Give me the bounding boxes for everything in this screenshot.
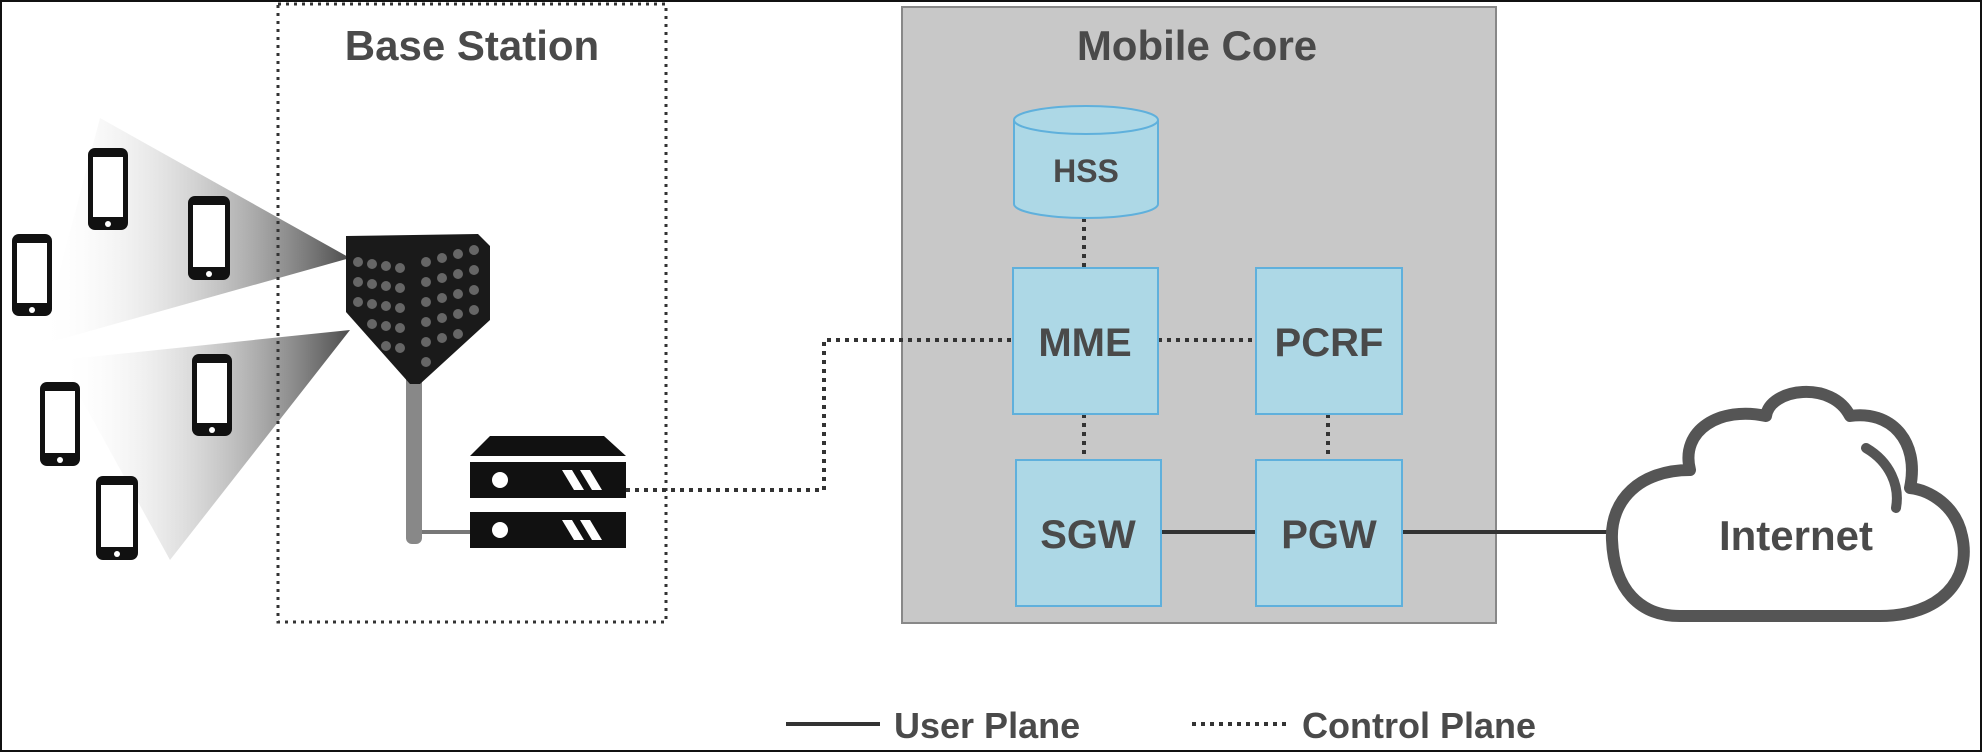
base-station-group: Base Station <box>276 2 668 624</box>
base-station-boundary <box>276 2 668 624</box>
base-station-title: Base Station <box>345 22 599 69</box>
pcrf-label: PCRF <box>1275 321 1384 365</box>
sgw-node: SGW <box>1015 459 1162 607</box>
mobile-core-title: Mobile Core <box>1077 22 1317 69</box>
cloud-icon <box>1605 386 1970 622</box>
pgw-node: PGW <box>1255 459 1403 607</box>
hss-node: HSS <box>1013 105 1159 219</box>
cell-antenna-icon <box>346 234 490 544</box>
radio-beams <box>40 118 350 560</box>
sgw-label: SGW <box>1040 513 1136 557</box>
control-plane-links <box>626 218 1330 492</box>
mme-node: MME <box>1012 267 1159 415</box>
pgw-label: PGW <box>1281 513 1377 557</box>
legend: User Plane Control Plane <box>786 705 1536 746</box>
pcrf-node: PCRF <box>1255 267 1403 415</box>
legend-user-plane-label: User Plane <box>894 705 1080 746</box>
mme-label: MME <box>1038 321 1131 365</box>
server-rack-icon <box>470 436 626 548</box>
internet-label: Internet <box>1719 512 1873 559</box>
smartphone-icon <box>12 148 232 560</box>
hss-label: HSS <box>1053 153 1119 189</box>
legend-control-plane-label: Control Plane <box>1302 705 1536 746</box>
